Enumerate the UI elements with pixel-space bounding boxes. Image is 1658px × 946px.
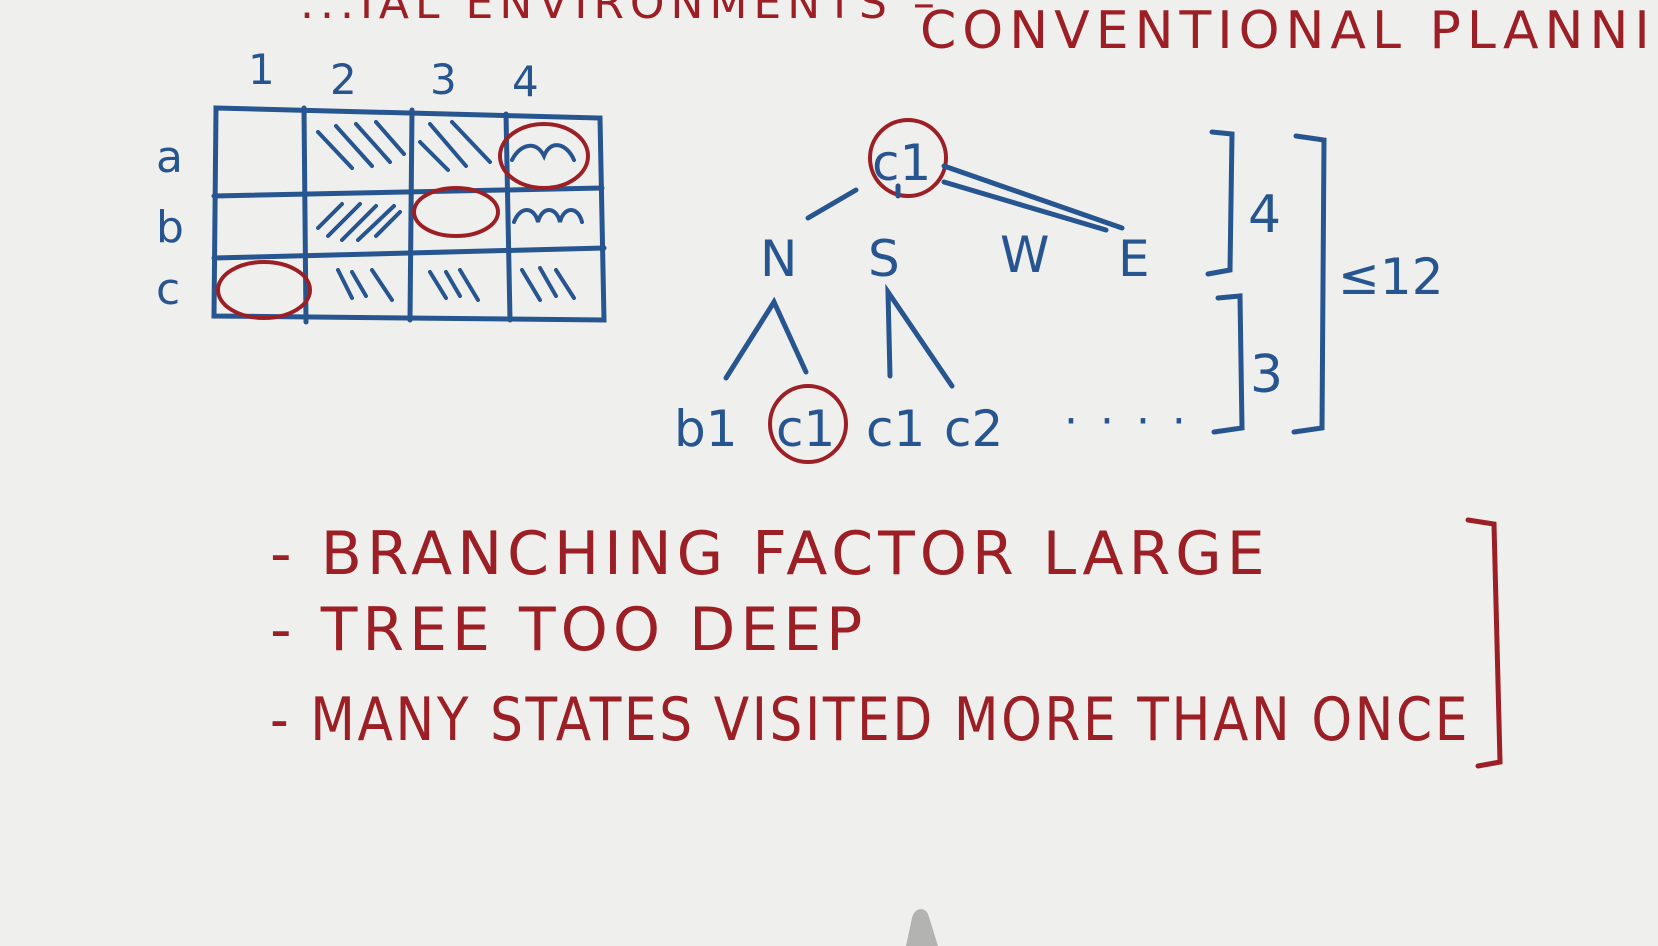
tree-ellipsis: · · · · bbox=[1064, 396, 1190, 447]
tree-node-e: E bbox=[1118, 230, 1150, 288]
search-tree: c1 N S W E b1 c1 c1 c2 · · · · 4 3 bbox=[674, 118, 1444, 464]
grid-highlights bbox=[216, 122, 590, 320]
tree-leaf-c1: c1 bbox=[866, 400, 925, 458]
tree-edges bbox=[723, 163, 1125, 389]
tree-leaf-c1-circled: c1 bbox=[776, 400, 835, 458]
grid-col-label-3: 3 bbox=[430, 55, 457, 104]
notes-bracket bbox=[1465, 517, 1503, 769]
grid-row-label-a: a bbox=[156, 132, 183, 183]
start-marker bbox=[216, 260, 312, 320]
grid-col-label-2: 2 bbox=[330, 55, 357, 104]
tree-leaf-c2: c2 bbox=[944, 400, 1003, 458]
branch-bound: ≤12 bbox=[1338, 248, 1444, 306]
grid-row-label-b: b bbox=[156, 202, 184, 253]
marker-pen-icon bbox=[906, 909, 938, 946]
branch-count-level2: 3 bbox=[1250, 345, 1283, 405]
goal-marker bbox=[498, 122, 590, 190]
page-title: CONVENTIONAL PLANNING bbox=[920, 1, 1658, 61]
tree-leaf-b1: b1 bbox=[674, 400, 738, 458]
grid-world: 1 2 3 4 a b c bbox=[156, 45, 607, 325]
tree-leaf-repeat-marker bbox=[768, 384, 848, 464]
grid-col-label-4: 4 bbox=[512, 57, 539, 106]
tree-root-label: c1 bbox=[872, 134, 931, 192]
grid-col-label-1: 1 bbox=[248, 45, 275, 94]
tree-node-n: N bbox=[760, 230, 797, 288]
tree-brackets bbox=[1205, 129, 1327, 435]
grid-row-label-c: c bbox=[156, 264, 180, 315]
branch-count-level1: 4 bbox=[1248, 185, 1281, 245]
cell-b3-marker bbox=[412, 186, 500, 238]
note-branching-factor: - BRANCHING FACTOR LARGE bbox=[270, 519, 1270, 589]
tree-root-marker bbox=[868, 118, 948, 198]
notes-list: - BRANCHING FACTOR LARGE - TREE TOO DEEP… bbox=[270, 517, 1503, 769]
note-tree-deep: - TREE TOO DEEP bbox=[270, 595, 867, 665]
note-states-revisited: - MANY STATES VISITED MORE THAN ONCE bbox=[270, 685, 1470, 755]
title-partial: ...IAL ENVIRONMENTS – bbox=[300, 0, 941, 29]
grid-hatching bbox=[316, 120, 584, 302]
tree-node-w: W bbox=[1000, 226, 1049, 284]
tree-node-s: S bbox=[868, 230, 900, 288]
